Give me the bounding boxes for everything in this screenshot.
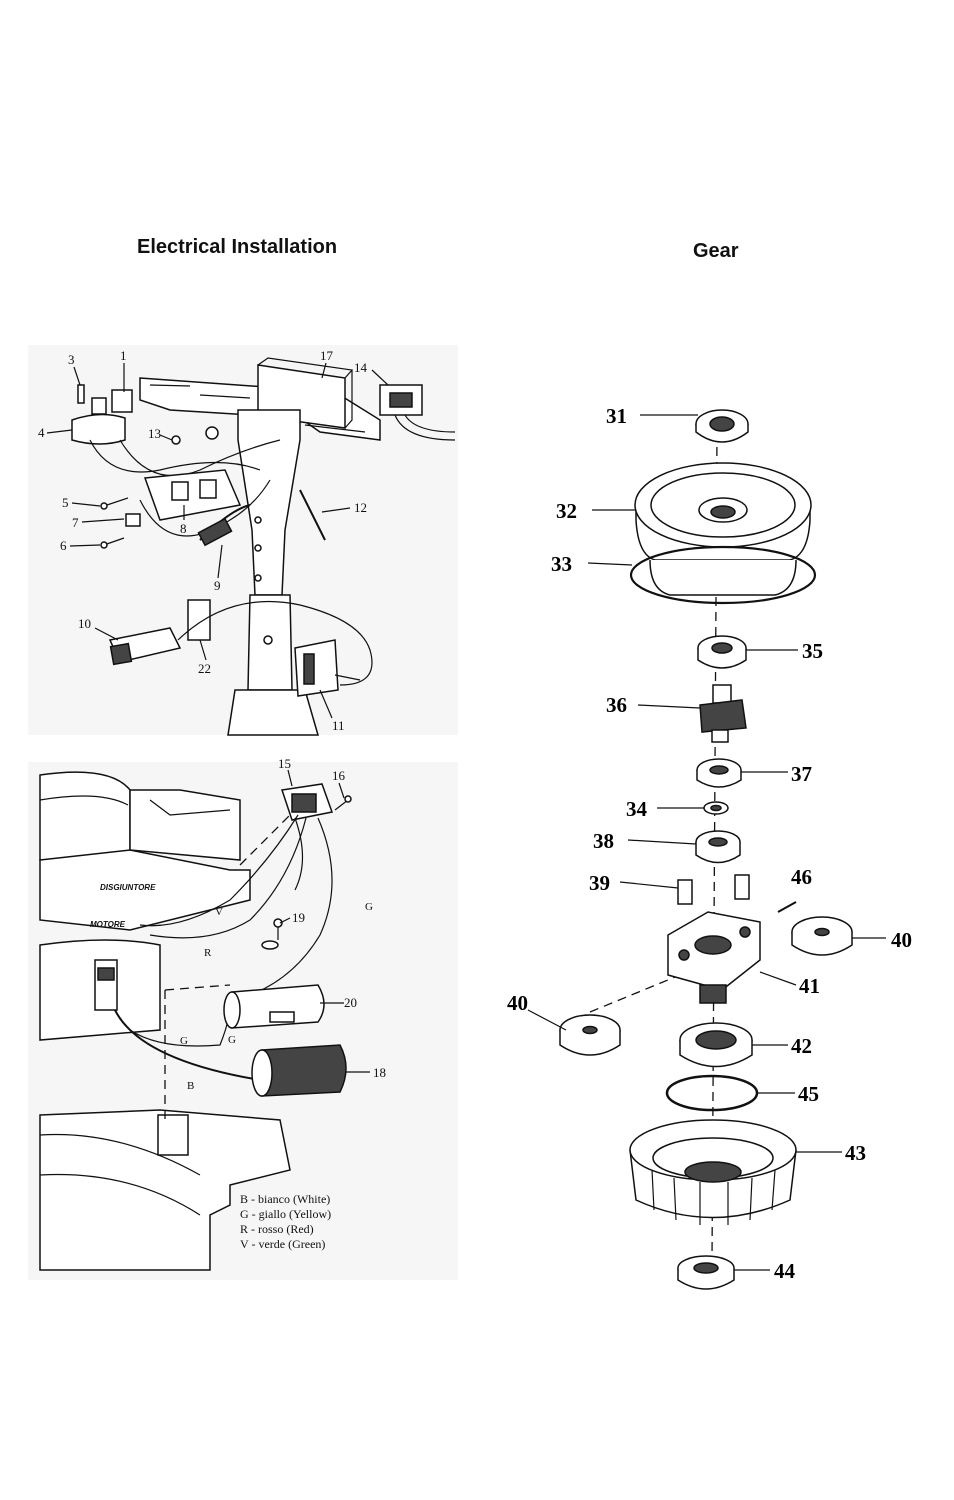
callout-39: 39	[589, 871, 610, 895]
callout-1: 1	[120, 348, 127, 363]
callout-13: 13	[148, 426, 161, 441]
callout-20: 20	[344, 995, 357, 1010]
callout-46: 46	[791, 865, 812, 889]
callout-7: 7	[72, 515, 79, 530]
legend-green: V - verde (Green)	[240, 1237, 325, 1251]
part-38-bearing	[695, 830, 741, 864]
gear-heading: Gear	[693, 240, 739, 262]
wire-color-legend: B - bianco (White) G - giallo (Yellow) R…	[240, 1192, 331, 1251]
callout-41: 41	[799, 974, 820, 998]
callout-3: 3	[68, 352, 75, 367]
callout-5: 5	[62, 495, 69, 510]
gear-drawing	[559, 409, 853, 1290]
part-32-pulley	[634, 462, 812, 596]
callout-40-left: 40	[507, 991, 528, 1015]
wire-label-r: R	[204, 947, 212, 959]
wire-label-g-3: G	[228, 1034, 236, 1046]
legend-yellow: G - giallo (Yellow)	[240, 1207, 331, 1221]
callout-22: 22	[198, 661, 211, 676]
part-40-gear-right	[791, 916, 853, 956]
callout-34: 34	[626, 797, 648, 821]
part-44-bearing	[677, 1255, 735, 1290]
part-39-pins	[677, 874, 750, 905]
part-34-washer	[703, 801, 729, 815]
part-35-bearing	[697, 635, 747, 669]
callout-36: 36	[606, 693, 627, 717]
callout-14: 14	[354, 360, 368, 375]
callout-18: 18	[373, 1065, 386, 1080]
part-37-bearing	[696, 758, 742, 788]
wire-label-b: B	[187, 1080, 194, 1092]
motore-label: MOTORE	[90, 920, 126, 929]
electrical-bottom-drawing	[28, 762, 458, 1280]
legend-red: R - rosso (Red)	[240, 1222, 314, 1236]
callout-12: 12	[354, 500, 367, 515]
callout-11: 11	[332, 718, 345, 733]
gear-callouts: 31 32 33 35 36 37 34 38 39 46 40 41 40 4…	[507, 404, 912, 1283]
part-33-belt	[629, 545, 817, 605]
callout-35: 35	[802, 639, 823, 663]
callout-9: 9	[214, 578, 221, 593]
electrical-installation-heading: Electrical Installation	[137, 236, 338, 258]
callout-19: 19	[292, 910, 305, 925]
callout-40-right: 40	[891, 928, 912, 952]
part-31-bearing	[695, 409, 749, 443]
callout-6: 6	[60, 538, 67, 553]
callout-31: 31	[606, 404, 627, 428]
part-46-spring	[777, 901, 797, 913]
callout-15: 15	[278, 756, 291, 771]
callout-42: 42	[791, 1034, 812, 1058]
part-45-oring	[665, 1074, 759, 1112]
callout-44: 44	[774, 1259, 796, 1283]
legend-white: B - bianco (White)	[240, 1192, 330, 1206]
callout-45: 45	[798, 1082, 819, 1106]
callout-17: 17	[320, 348, 334, 363]
part-41-housing	[667, 911, 761, 1004]
electrical-callouts-top: 1 3 4 5 6 7 8 9 10 11 12 13 14 17 22	[38, 348, 368, 733]
disgiuntore-label: DISGIUNTORE	[100, 883, 156, 892]
callout-38: 38	[593, 829, 614, 853]
part-42-ring	[679, 1022, 753, 1068]
callout-33: 33	[551, 552, 572, 576]
callout-43: 43	[845, 1141, 866, 1165]
wire-label-g-2: G	[180, 1035, 188, 1047]
callout-10: 10	[78, 616, 91, 631]
callout-8: 8	[180, 521, 187, 536]
wire-label-v: V	[215, 906, 223, 918]
electrical-top-drawing	[28, 345, 458, 736]
callout-4: 4	[38, 425, 45, 440]
callout-16: 16	[332, 768, 346, 783]
callout-37: 37	[791, 762, 812, 786]
part-43-crown	[629, 1119, 797, 1225]
part-36-pinion	[699, 684, 747, 743]
part-40-gear-left	[559, 1014, 621, 1056]
callout-32: 32	[556, 499, 577, 523]
electrical-callouts-bottom: 15 16 18 19 20 V R G G G B DISGIUNTORE M…	[90, 756, 386, 1092]
wire-label-g-1: G	[365, 901, 373, 913]
